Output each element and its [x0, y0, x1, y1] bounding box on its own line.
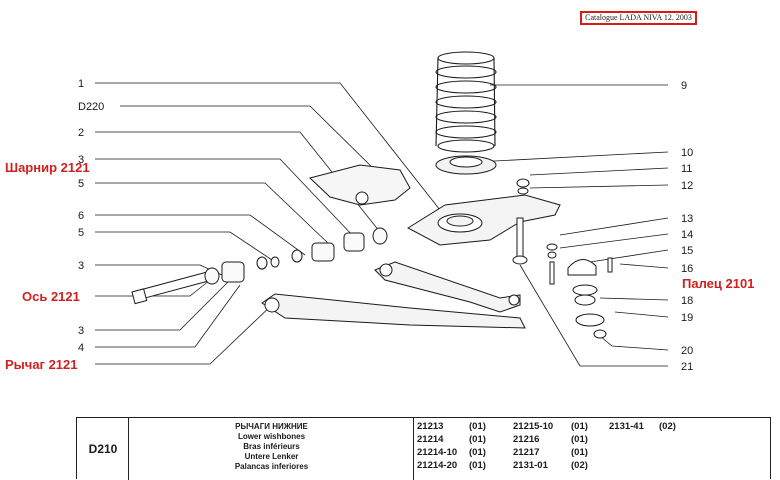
callout-1: 1: [78, 78, 84, 90]
model-cell: 21213: [417, 421, 444, 432]
annotation-hinge: Шарнир 2121: [5, 160, 90, 175]
title-es: Palancas inferiores: [234, 462, 309, 471]
callout-19: 19: [681, 312, 693, 324]
callout-3b: 3: [78, 260, 84, 272]
callout-16: 16: [681, 263, 693, 275]
callout-15: 15: [681, 245, 693, 257]
callout-d220: D220: [78, 101, 104, 113]
spring-seat: [435, 155, 497, 175]
callout-18: 18: [681, 295, 693, 307]
callout-6: 6: [78, 210, 84, 222]
leader-lines: [95, 82, 669, 367]
parts-table: D210 РЫЧАГИ НИЖНИЕ Lower wishbones Bras …: [76, 417, 771, 480]
model-cell: 21214-10: [417, 447, 458, 458]
nut-washer-11-12: [516, 178, 530, 195]
annotation-lever: Рычаг 2121: [5, 357, 78, 372]
model-cell: (01): [571, 447, 588, 458]
model-cell: (01): [571, 434, 588, 445]
title-ru: РЫЧАГИ НИЖНИЕ: [235, 422, 308, 431]
model-cell: 2131-41: [609, 421, 644, 432]
diagram-drawing: 1 D220 2 3 5 6 5 3 3 4 9 10 11 12 13 14 …: [5, 51, 754, 373]
model-cell: 21216: [513, 434, 540, 445]
upper-rod: [374, 261, 521, 313]
annotations: Шарнир 2121 Ось 2121 Рычаг 2121 Палец 21…: [5, 160, 754, 372]
callout-9: 9: [681, 80, 687, 92]
annotation-axle: Ось 2121: [22, 289, 80, 304]
ball-joint-assembly: [546, 243, 613, 339]
coil-spring: [435, 51, 497, 153]
model-cell: (01): [469, 434, 486, 445]
callout-20: 20: [681, 345, 693, 357]
callout-13: 13: [681, 213, 693, 225]
callout-14: 14: [681, 229, 693, 241]
model-cell: 21215-10: [513, 421, 554, 432]
model-cell: (01): [469, 447, 486, 458]
table-code: D210: [88, 442, 118, 456]
callout-numbers: 1 D220 2 3 5 6 5 3 3 4 9 10 11 12 13 14 …: [78, 78, 693, 373]
title-de: Untere Lenker: [244, 452, 299, 461]
model-cell: (01): [571, 421, 588, 432]
bolt-21: [512, 217, 528, 265]
axle-bolt: [131, 271, 209, 305]
callout-3a: 3: [78, 154, 84, 166]
model-cell: 21214-20: [417, 460, 458, 471]
catalogue-stamp: Catalogue LADA NIVA 12. 2003: [580, 11, 697, 25]
callout-4: 4: [78, 342, 84, 354]
model-cell: 2131-01: [513, 460, 548, 471]
model-cell: (01): [469, 421, 486, 432]
table-title-cell: РЫЧАГИ НИЖНИЕ Lower wishbones Bras infér…: [129, 418, 414, 480]
annotation-pin: Палец 2101: [682, 276, 754, 291]
title-fr: Bras inférieurs: [243, 442, 300, 451]
callout-21: 21: [681, 361, 693, 373]
lower-arm-plate: [406, 194, 561, 246]
bushings: [204, 227, 388, 285]
callout-5a: 5: [78, 178, 84, 190]
callout-5b: 5: [78, 227, 84, 239]
model-cell: (02): [659, 421, 676, 432]
lower-lever: [261, 293, 526, 329]
callout-11: 11: [681, 163, 692, 175]
model-cell: (02): [571, 460, 588, 471]
callout-12: 12: [681, 180, 693, 192]
callout-10: 10: [681, 147, 693, 159]
callout-2: 2: [78, 127, 84, 139]
title-en: Lower wishbones: [237, 432, 306, 441]
model-cell: (01): [469, 460, 486, 471]
callout-3c: 3: [78, 325, 84, 337]
frame-bracket: [309, 164, 411, 206]
table-code-cell: D210: [77, 418, 129, 480]
model-cell: 21214: [417, 434, 444, 445]
model-cell: 21217: [513, 447, 540, 458]
